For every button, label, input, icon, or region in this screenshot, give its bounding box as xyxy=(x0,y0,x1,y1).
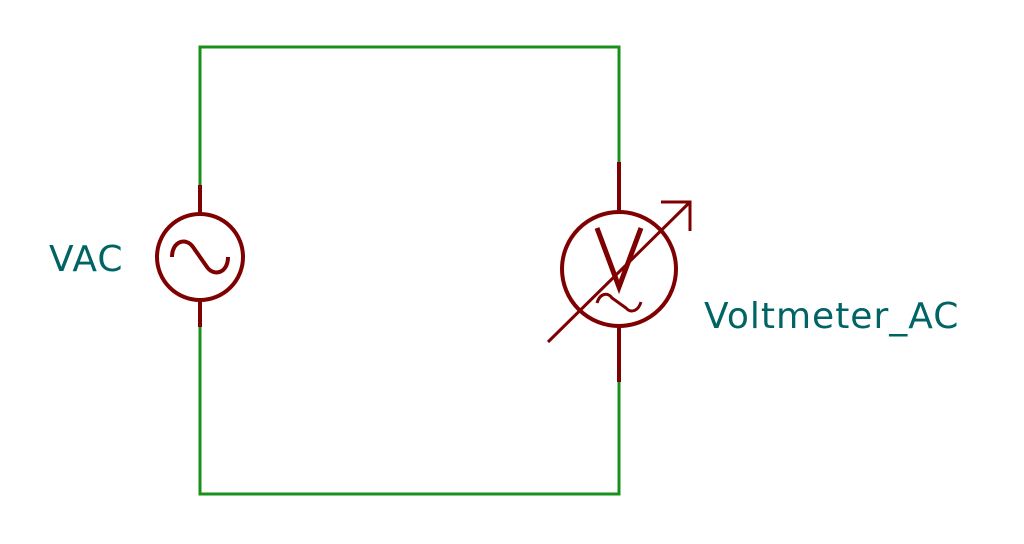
ac-voltmeter[interactable] xyxy=(546,162,692,382)
voltmeter-body xyxy=(560,210,678,328)
wire-top xyxy=(198,45,621,187)
wire-bottom xyxy=(198,325,621,496)
wires xyxy=(198,45,621,496)
voltmeter-v-glyph xyxy=(594,227,644,295)
ac-source-body xyxy=(155,212,245,302)
ac-source-sine-icon xyxy=(170,239,230,275)
voltmeter-arrow-head-icon xyxy=(661,200,692,231)
voltmeter-sine-icon xyxy=(595,292,643,313)
voltmeter-reference-label: Voltmeter_AC xyxy=(704,296,959,337)
source-reference-label: VAC xyxy=(49,239,123,280)
voltmeter-arrow-shaft xyxy=(546,200,692,344)
ac-source[interactable] xyxy=(155,185,245,327)
